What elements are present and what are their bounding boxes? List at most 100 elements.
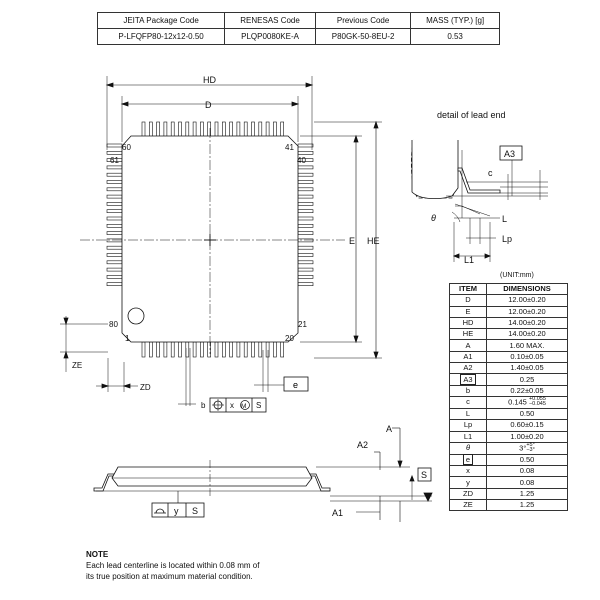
flat-s-label: S bbox=[192, 506, 198, 516]
table-row: A3 0.25 bbox=[449, 373, 568, 386]
fcf-s-label: S bbox=[256, 401, 261, 410]
dimensions-header: ITEM DIMENSIONS bbox=[449, 282, 568, 296]
item-cell: E bbox=[449, 305, 487, 318]
note-line-2: its true position at maximum material co… bbox=[86, 572, 253, 581]
boxed-item: e bbox=[462, 454, 474, 465]
note-block: NOTE Each lead centerline is located wit… bbox=[86, 549, 259, 582]
item-cell: ZE bbox=[449, 499, 487, 512]
lead bbox=[297, 143, 314, 148]
lead bbox=[156, 121, 160, 138]
item-cell: HE bbox=[449, 328, 487, 341]
item-cell: c bbox=[449, 395, 487, 409]
top-view-labels: HD D E HE 60 41 61 40 80 21 1 20 ZE ZD bbox=[72, 75, 380, 392]
lead bbox=[163, 341, 168, 358]
lead bbox=[297, 172, 314, 177]
pin-1-label: 1 bbox=[125, 334, 130, 343]
lead bbox=[106, 202, 123, 206]
lead bbox=[149, 121, 153, 138]
he-label: HE bbox=[367, 236, 380, 246]
lead bbox=[297, 253, 314, 257]
lead bbox=[297, 180, 314, 184]
lead bbox=[297, 282, 314, 287]
lead bbox=[106, 253, 123, 257]
lead bbox=[297, 151, 314, 155]
value-cell: 0.10±0.05 bbox=[486, 350, 568, 364]
lead bbox=[106, 275, 123, 279]
item-cell: A3 bbox=[449, 373, 487, 386]
lead bbox=[106, 194, 123, 199]
c-tol-minus: −0.045 bbox=[528, 401, 546, 408]
pitch-e-text: e bbox=[293, 380, 298, 390]
item-cell: A bbox=[449, 339, 487, 352]
value-cell: 0.25 bbox=[486, 373, 568, 386]
lead bbox=[106, 209, 123, 213]
item-cell: e bbox=[449, 453, 487, 467]
item-cell: L bbox=[449, 407, 487, 421]
lead bbox=[280, 341, 285, 358]
zd-label: ZD bbox=[140, 383, 151, 392]
value-cell: 1.60 MAX. bbox=[486, 339, 568, 352]
theta-tolerance: +5°−3° bbox=[526, 442, 535, 454]
lead bbox=[222, 121, 226, 138]
lead bbox=[297, 202, 314, 206]
detail-title: detail of lead end bbox=[437, 110, 506, 120]
a1-label: A1 bbox=[332, 508, 343, 518]
pin-21-label: 21 bbox=[298, 320, 307, 329]
ze-label: ZE bbox=[72, 361, 82, 370]
lead bbox=[297, 224, 314, 228]
note-line-1: Each lead centerline is located within 0… bbox=[86, 561, 260, 570]
lead bbox=[297, 267, 314, 272]
theta-tol-minus: −3° bbox=[526, 447, 535, 454]
lead bbox=[170, 341, 175, 358]
item-cell: y bbox=[449, 476, 487, 489]
lead bbox=[200, 341, 204, 358]
lead bbox=[222, 341, 226, 358]
side-view-labels: A A2 A1 S bbox=[332, 424, 427, 518]
lead bbox=[106, 187, 123, 192]
lead bbox=[106, 238, 123, 243]
lead bbox=[273, 121, 277, 138]
lead bbox=[251, 341, 255, 358]
lead bbox=[251, 121, 255, 138]
datum-s-label: S bbox=[421, 470, 427, 480]
lead bbox=[170, 121, 175, 138]
lead bbox=[141, 341, 146, 358]
lead bbox=[243, 341, 248, 358]
lead bbox=[258, 121, 263, 138]
lead bbox=[236, 341, 241, 358]
previous-code-cell: P80GK-50-8EU-2 bbox=[314, 28, 412, 45]
c-tolerance: +0.055−0.045 bbox=[528, 396, 546, 408]
item-cell: L1 bbox=[449, 430, 487, 443]
value-cell: 12.00±0.20 bbox=[486, 305, 568, 318]
mass-cell: 0.53 bbox=[410, 28, 500, 45]
lead bbox=[106, 165, 123, 170]
fcf-m-label: M bbox=[241, 403, 246, 410]
flatness-frame: y S bbox=[151, 491, 205, 518]
value-cell: 0.08 bbox=[486, 465, 568, 478]
value-cell: 0.60±0.15 bbox=[486, 419, 568, 432]
pitch-e-box: e bbox=[283, 376, 309, 392]
lead bbox=[141, 121, 146, 138]
lead bbox=[163, 121, 168, 138]
value-cell: 1.00±0.20 bbox=[486, 430, 568, 443]
lead bbox=[229, 121, 233, 138]
a-label: A bbox=[386, 424, 392, 434]
value-cell: 0.08 bbox=[486, 476, 568, 489]
boxed-item: A3 bbox=[460, 373, 476, 385]
note-title: NOTE bbox=[86, 550, 109, 559]
lead bbox=[106, 216, 123, 221]
a2-label: A2 bbox=[357, 440, 368, 450]
lead bbox=[156, 341, 160, 358]
value-cell: 1.25 bbox=[486, 499, 568, 512]
theta-label: θ bbox=[431, 213, 436, 223]
pin-61-label: 61 bbox=[110, 156, 119, 165]
